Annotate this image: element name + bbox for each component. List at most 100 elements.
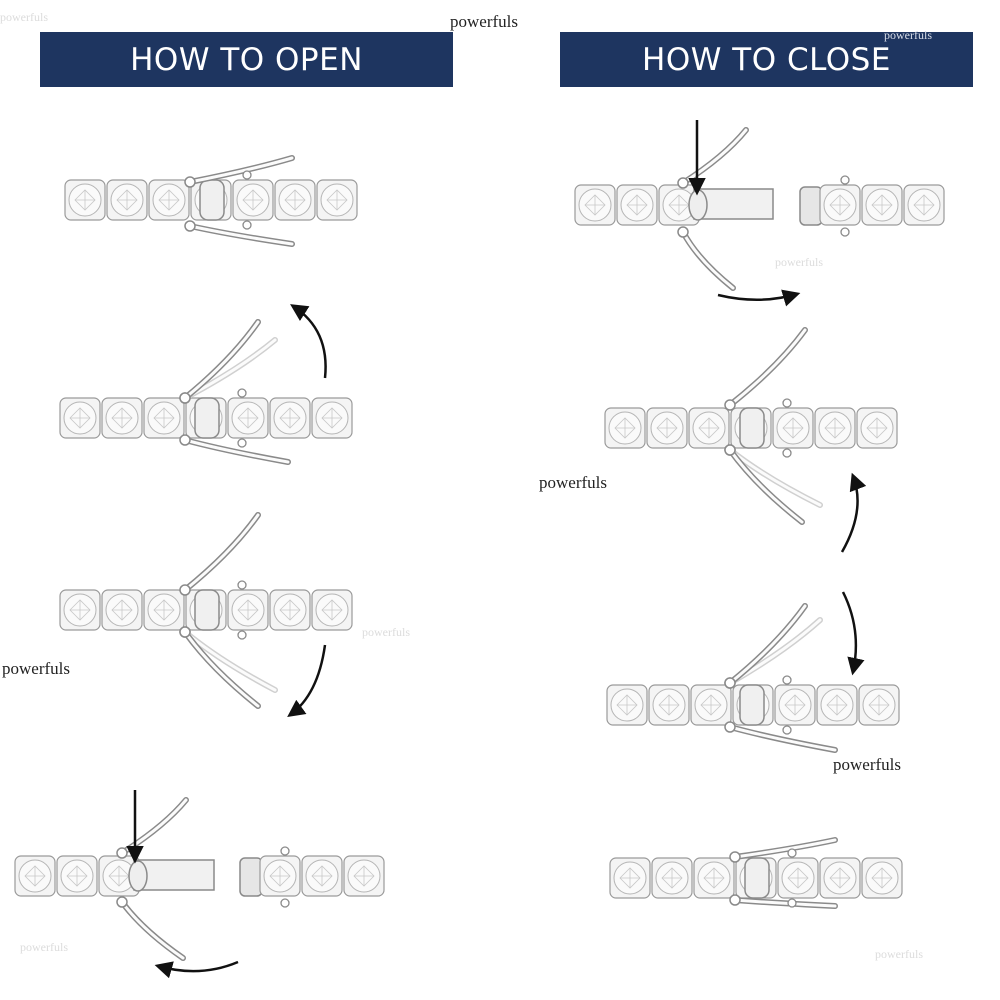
watermark: powerfuls [775, 255, 823, 269]
clasp-lever-highlight [681, 230, 735, 290]
clasp-lever [727, 327, 808, 408]
how-to-open-title: HOW TO OPEN [130, 41, 363, 78]
stone-facet [913, 194, 935, 216]
stone-facet [66, 865, 88, 887]
how-to-close-banner: HOW TO CLOSE [560, 32, 973, 87]
stone-facet [619, 867, 641, 889]
stone-facet [616, 694, 638, 716]
safety-loop [280, 898, 290, 908]
direction-arrow-icon [287, 644, 327, 718]
how-to-open-banner: HOW TO OPEN [40, 32, 453, 87]
lever-hinge [677, 177, 689, 189]
safety-loop [782, 448, 792, 458]
watermark: powerfuls [20, 940, 68, 954]
clasp-lever-highlight [188, 156, 294, 184]
stone-facet [153, 407, 175, 429]
watermark: powerfuls [450, 12, 518, 31]
clasp-lever-highlight [728, 328, 807, 407]
stone-facet [829, 194, 851, 216]
safety-loop [782, 675, 792, 685]
lever-hinge [729, 851, 741, 863]
clasp-box [194, 397, 220, 439]
direction-arrow-icon [154, 960, 239, 979]
stone-facet [871, 194, 893, 216]
stone-facet [353, 865, 375, 887]
safety-loop [242, 170, 252, 180]
lever-hinge [724, 677, 736, 689]
lever-hinge [724, 721, 736, 733]
clasp-box [199, 179, 225, 221]
how-to-close-title: HOW TO CLOSE [642, 41, 891, 78]
open-step-1-bracelet [64, 155, 358, 247]
lever-hinge [724, 399, 736, 411]
clasp-lever [119, 899, 186, 961]
close-step-3-bracelet [606, 603, 900, 753]
watermark: powerfuls [2, 659, 70, 678]
stone-facet [829, 867, 851, 889]
lever-hinge [724, 444, 736, 456]
clasp-lever [727, 447, 805, 525]
stone-facet [868, 694, 890, 716]
clasp-box [239, 857, 263, 897]
lever-hinge [116, 896, 128, 908]
stone-facet [74, 189, 96, 211]
safety-loop [242, 220, 252, 230]
lever-hinge [184, 220, 196, 232]
stone-facet [311, 865, 333, 887]
stone-facet [69, 599, 91, 621]
clasp-lever-highlight [728, 448, 804, 524]
lever-hinge [179, 434, 191, 446]
open-step-3-bracelet [59, 512, 353, 709]
stone-facet [237, 599, 259, 621]
stone-facet [871, 867, 893, 889]
clasp-lever-highlight [183, 513, 260, 592]
stone-facet [269, 865, 291, 887]
safety-loop [782, 398, 792, 408]
stone-facet [826, 694, 848, 716]
lever-hinge [179, 584, 191, 596]
safety-loop [787, 898, 797, 908]
stone-facet [321, 599, 343, 621]
stone-facet [626, 194, 648, 216]
lever-hinge [184, 176, 196, 188]
safety-loop [237, 388, 247, 398]
stone-facet [661, 867, 683, 889]
stone-facet [111, 599, 133, 621]
close-step-2-bracelet [604, 327, 898, 525]
stone-facet [614, 417, 636, 439]
stone-facet [158, 189, 180, 211]
stone-facet [698, 417, 720, 439]
stone-facet [279, 599, 301, 621]
lever-hinge [729, 894, 741, 906]
clasp-lever [182, 512, 261, 593]
watermark: powerfuls [875, 947, 923, 961]
stone-facet [153, 599, 175, 621]
clasp-button [128, 860, 148, 892]
safety-loop [237, 438, 247, 448]
close-step-1-bracelet [574, 127, 945, 291]
stone-facet [116, 189, 138, 211]
watermark: powerfuls [0, 10, 48, 24]
stone-facet [787, 867, 809, 889]
clasp-box [194, 589, 220, 631]
lever-hinge [116, 847, 128, 859]
stone-facet [24, 865, 46, 887]
stone-facet [700, 694, 722, 716]
stone-facet [866, 417, 888, 439]
safety-loop [840, 227, 850, 237]
stone-facet [703, 867, 725, 889]
open-step-2-bracelet [59, 319, 353, 465]
watermark: powerfuls [833, 755, 901, 774]
stone-facet [111, 407, 133, 429]
safety-loop [782, 725, 792, 735]
stone-facet [656, 417, 678, 439]
clasp-lever [680, 229, 736, 291]
safety-loop [237, 580, 247, 590]
safety-loop [280, 846, 290, 856]
clasp-lever-highlight [183, 438, 290, 464]
clasp-lever-highlight [183, 320, 260, 400]
watermark: powerfuls [539, 473, 607, 492]
clasp-lever-highlight [681, 128, 748, 185]
stone-facet [242, 189, 264, 211]
clasp-box [739, 684, 765, 726]
